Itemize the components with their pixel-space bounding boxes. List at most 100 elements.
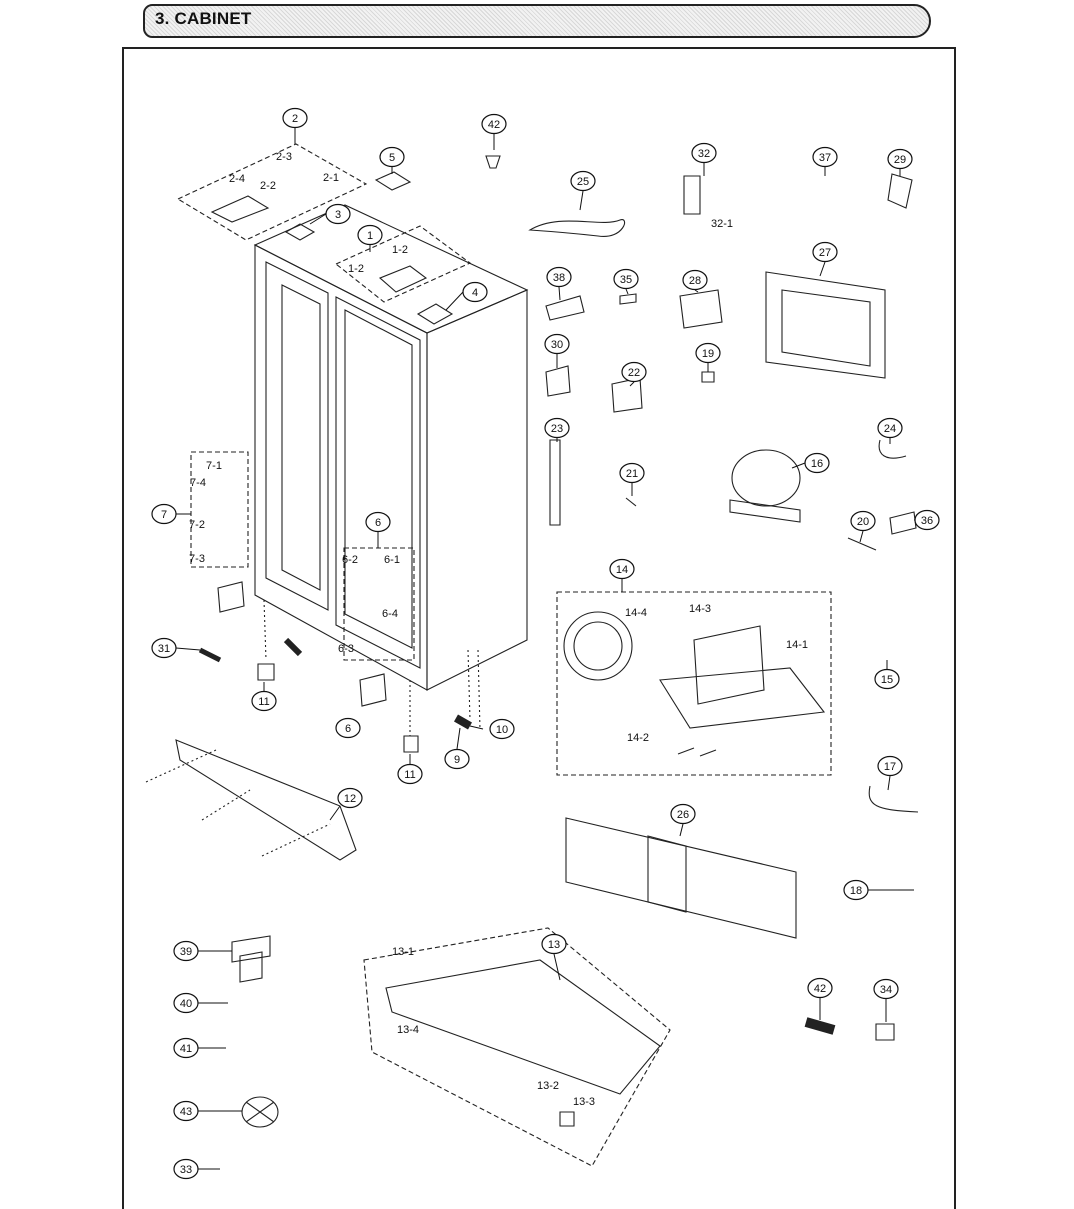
callout-33: 33 bbox=[173, 1158, 199, 1180]
section-title: 3. CABINET bbox=[155, 9, 252, 28]
callout-22: 22 bbox=[621, 361, 647, 383]
callout-label: 43 bbox=[180, 1106, 192, 1118]
section-banner: 3. CABINET bbox=[143, 4, 931, 38]
group-box-6 bbox=[343, 547, 415, 661]
sublabel-6-3: 6-3 bbox=[338, 643, 354, 655]
part-14-4-fan bbox=[563, 611, 633, 681]
callout-label: 16 bbox=[811, 458, 823, 470]
part-21 bbox=[625, 497, 637, 507]
sublabel-6-1: 6-1 bbox=[384, 554, 400, 566]
part-14-2b bbox=[699, 749, 717, 757]
part-23 bbox=[549, 439, 561, 526]
part-12-rail bbox=[175, 739, 357, 861]
callout-label: 23 bbox=[551, 423, 563, 435]
sublabel-2-1: 2-1 bbox=[323, 172, 339, 184]
diagram-frame bbox=[122, 47, 956, 1209]
callout-label: 13 bbox=[548, 939, 560, 951]
callout-label: 17 bbox=[884, 761, 896, 773]
callout-label: 11 bbox=[258, 696, 269, 708]
part-24 bbox=[878, 439, 907, 459]
callout-label: 15 bbox=[881, 674, 893, 686]
callout-label: 29 bbox=[894, 154, 906, 166]
callout-17: 17 bbox=[877, 755, 903, 777]
callout-34: 34 bbox=[873, 978, 899, 1000]
callout-label: 10 bbox=[496, 724, 508, 736]
callout-15: 15 bbox=[874, 668, 900, 690]
callout-14: 14 bbox=[609, 558, 635, 580]
callout-label: 40 bbox=[180, 998, 192, 1010]
callout-38: 38 bbox=[546, 266, 572, 288]
sublabel-14-3: 14-3 bbox=[689, 603, 711, 615]
callout-9: 9 bbox=[444, 748, 470, 770]
sublabel-32-1: 32-1 bbox=[711, 218, 733, 230]
part-14-3 bbox=[693, 625, 765, 705]
callout-29: 29 bbox=[887, 148, 913, 170]
part-19 bbox=[701, 371, 715, 383]
callout-label: 9 bbox=[454, 754, 460, 766]
callout-label: 35 bbox=[620, 274, 632, 286]
callout-5: 5 bbox=[379, 146, 405, 168]
callout-label: 27 bbox=[819, 247, 831, 259]
part-32 bbox=[683, 175, 701, 215]
callout-label: 28 bbox=[689, 275, 701, 287]
part-34 bbox=[875, 1023, 895, 1041]
callout-label: 26 bbox=[677, 809, 689, 821]
part-38 bbox=[545, 295, 585, 321]
callout-label: 24 bbox=[884, 423, 896, 435]
group-box-2 bbox=[176, 143, 368, 241]
part-11-foot-b bbox=[403, 735, 419, 753]
callout-label: 25 bbox=[577, 176, 589, 188]
callout-label: 22 bbox=[628, 367, 640, 379]
callout-10: 10 bbox=[489, 718, 515, 740]
callout-30: 30 bbox=[544, 333, 570, 355]
part-3 bbox=[284, 223, 316, 241]
sublabel-13-4: 13-4 bbox=[397, 1024, 419, 1036]
sublabel-7-1: 7-1 bbox=[206, 460, 222, 472]
part-14-2a bbox=[677, 747, 695, 755]
part-13-2 bbox=[559, 1111, 575, 1127]
part-7-bracket bbox=[217, 581, 245, 613]
callout-28: 28 bbox=[682, 269, 708, 291]
callout-label: 6 bbox=[345, 723, 351, 735]
callout-label: 6 bbox=[375, 517, 381, 529]
callout-11: 11 bbox=[397, 763, 423, 785]
part-5 bbox=[374, 171, 412, 191]
callout-label: 3 bbox=[335, 209, 341, 221]
callout-label: 4 bbox=[472, 287, 478, 299]
callout-label: 31 bbox=[158, 643, 170, 655]
callout-40: 40 bbox=[173, 992, 199, 1014]
part-20 bbox=[847, 537, 877, 551]
callout-24: 24 bbox=[877, 417, 903, 439]
sublabel-14-1: 14-1 bbox=[786, 639, 808, 651]
part-16-compressor bbox=[731, 449, 801, 507]
callout-label: 30 bbox=[551, 339, 563, 351]
sublabel-13-1: 13-1 bbox=[392, 946, 414, 958]
callout-label: 20 bbox=[857, 516, 869, 528]
part-9-top bbox=[283, 637, 303, 657]
sublabel-1-2: 1-2 bbox=[348, 263, 364, 275]
sublabel-6-4: 6-4 bbox=[382, 608, 398, 620]
sublabel-7-2: 7-2 bbox=[189, 519, 205, 531]
callout-2: 2 bbox=[282, 107, 308, 129]
part-31 bbox=[198, 647, 222, 663]
callout-41: 41 bbox=[173, 1037, 199, 1059]
callout-11: 11 bbox=[251, 690, 277, 712]
sublabel-2-4: 2-4 bbox=[229, 173, 245, 185]
part-36 bbox=[889, 511, 917, 535]
callout-7: 7 bbox=[151, 503, 177, 525]
part-26-cover bbox=[565, 817, 797, 939]
callout-label: 39 bbox=[180, 946, 192, 958]
callout-label: 21 bbox=[626, 468, 638, 480]
callout-43: 43 bbox=[173, 1100, 199, 1122]
leader-lines bbox=[175, 128, 915, 1170]
part-8 bbox=[359, 673, 387, 707]
callout-32: 32 bbox=[691, 142, 717, 164]
part-29 bbox=[887, 173, 913, 209]
sublabel-7-4: 7-4 bbox=[190, 477, 206, 489]
callout-label: 42 bbox=[488, 119, 500, 131]
callout-3: 3 bbox=[325, 203, 351, 225]
group-box-14 bbox=[556, 591, 832, 776]
callout-label: 41 bbox=[180, 1043, 192, 1055]
